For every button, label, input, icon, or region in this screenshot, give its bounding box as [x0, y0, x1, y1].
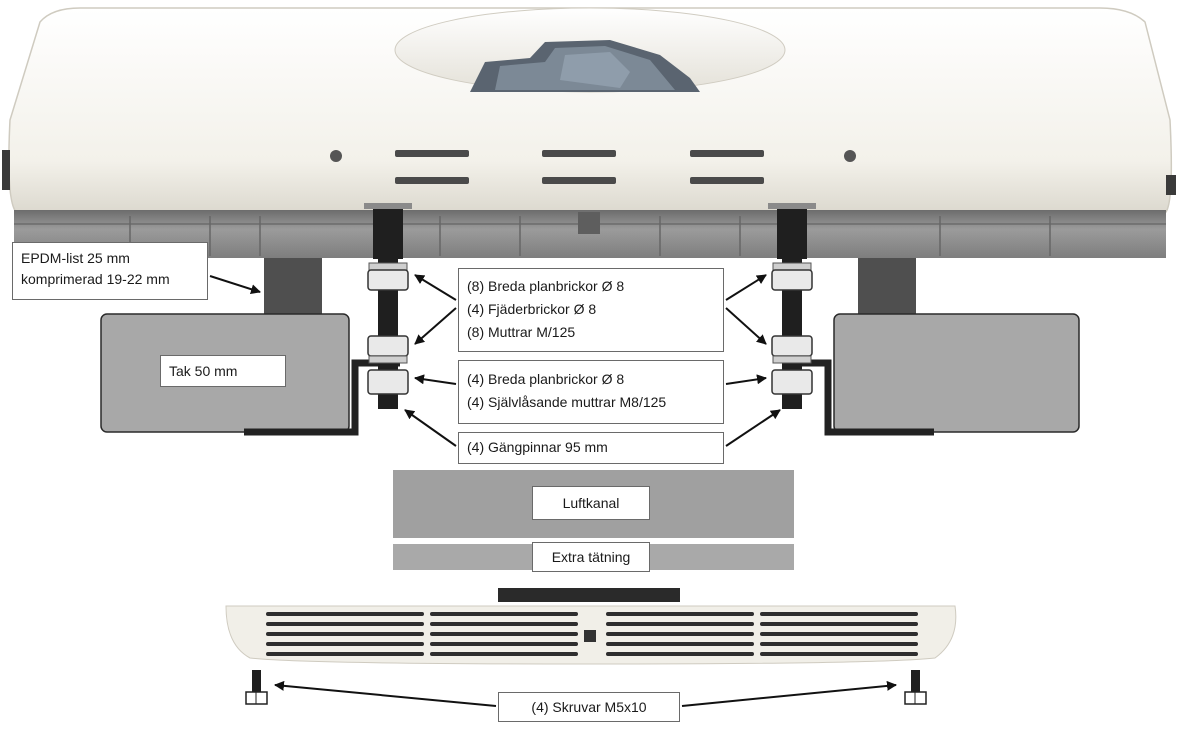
- ceiling-unit: [225, 588, 957, 665]
- rooftop-unit: [2, 7, 1176, 258]
- label-self-locking-nuts: (4) Självlåsande muttrar M8/125: [467, 394, 667, 410]
- label-air-duct-text: Luftkanal: [562, 495, 620, 511]
- screw-right: [904, 670, 927, 705]
- label-threaded-studs: (4) Gängpinnar 95 mm: [458, 432, 724, 464]
- label-flat-washers: (8) Breda planbrickor Ø 8: [467, 278, 625, 294]
- label-extra-seal: Extra tätning: [532, 542, 650, 572]
- label-wide-washers: (4) Breda planbrickor Ø 8: [467, 371, 625, 387]
- label-roof: Tak 50 mm: [160, 355, 286, 387]
- label-washers-nuts: (8) Breda planbrickor Ø 8 (4) Fjäderbric…: [458, 268, 724, 352]
- label-epdm-strip: EPDM-list 25 mm komprimerad 19-22 mm: [12, 242, 208, 300]
- label-nuts: (8) Muttrar M/125: [467, 324, 576, 340]
- label-roof-text: Tak 50 mm: [169, 363, 238, 379]
- label-spring-washers: (4) Fjäderbrickor Ø 8: [467, 301, 597, 317]
- callout-arrows: [209, 274, 897, 707]
- fan-hub: [470, 40, 700, 92]
- vent-slots: [395, 150, 764, 184]
- roof-right: [833, 313, 1080, 433]
- stud-left: [364, 203, 412, 409]
- label-extra-seal-text: Extra tätning: [551, 549, 631, 565]
- screw-left: [245, 670, 268, 705]
- label-lock-nuts: (4) Breda planbrickor Ø 8 (4) Självlåsan…: [458, 360, 724, 424]
- label-epdm-line-1: EPDM-list 25 mm: [21, 250, 130, 266]
- label-screws-text: (4) Skruvar M5x10: [531, 699, 647, 715]
- epdm-strip-right: [858, 258, 916, 314]
- stud-right: [768, 203, 816, 409]
- label-epdm-line-2: komprimerad 19-22 mm: [21, 271, 170, 287]
- label-studs-text: (4) Gängpinnar 95 mm: [467, 439, 608, 455]
- label-screws: (4) Skruvar M5x10: [498, 692, 680, 722]
- epdm-strip-left: [264, 258, 322, 314]
- label-air-duct: Luftkanal: [532, 486, 650, 520]
